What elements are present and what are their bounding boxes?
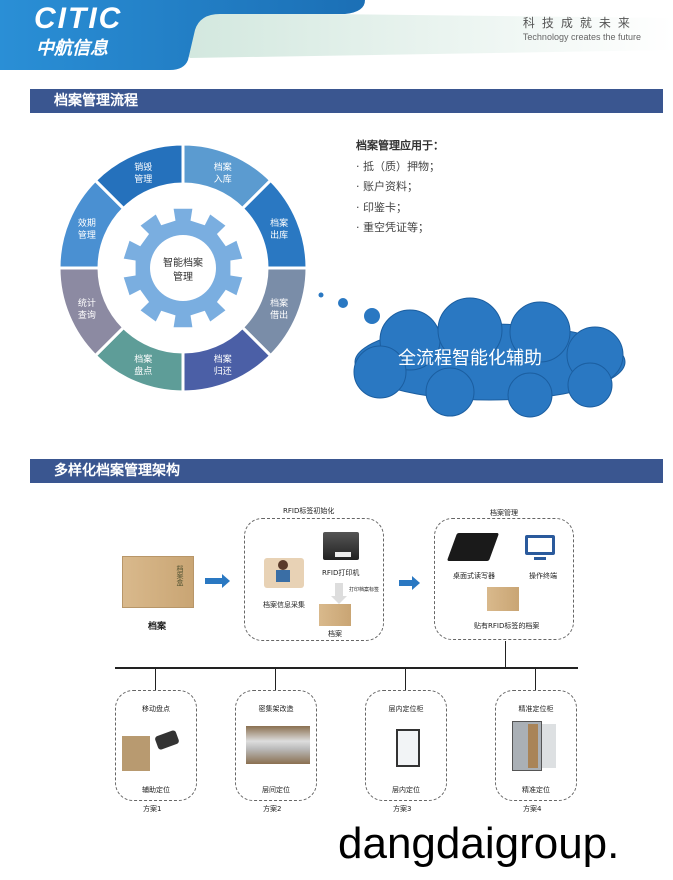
down-arrow-head-icon [331, 596, 347, 604]
reader-label: 桌面式读写器 [453, 572, 495, 580]
use-item: · 账户资料； [356, 180, 418, 193]
arrow-head-icon [412, 576, 420, 590]
segment-label: 管理 [78, 229, 96, 241]
segment-label: 查询 [78, 309, 96, 321]
section-title-architecture: 多样化档案管理架构 [30, 459, 663, 483]
plan-name: 方案4 [523, 805, 542, 813]
plan-name: 方案3 [393, 805, 412, 813]
use-item: · 抵（质）押物； [356, 159, 440, 173]
terminal-stand-icon [534, 557, 546, 560]
connector [535, 668, 536, 690]
segment-label: 档案 [270, 217, 288, 229]
segment-label: 档案 [270, 297, 288, 309]
ring-segment [93, 142, 185, 211]
connector [405, 668, 406, 690]
terminal-icon [525, 535, 555, 555]
use-item: · 印鉴卡； [356, 200, 407, 214]
archive-box-image: 档案盒 [122, 556, 194, 608]
logo-cn: 中航信息 [36, 38, 108, 59]
plan-title: 层内定位柜 [388, 705, 424, 713]
segment-label: 档案 [134, 353, 152, 365]
plan-subtitle: 精准定位 [522, 786, 550, 794]
plan-name: 方案2 [263, 805, 282, 813]
segment-label: 盘点 [134, 365, 152, 377]
slogan-en: Technology creates the future [522, 32, 641, 42]
segment-label: 档案 [214, 161, 232, 173]
connector [505, 641, 506, 668]
collect-label: 档案信息采集 [263, 601, 305, 609]
watermark: dangdaigroup. [338, 819, 620, 868]
plan-subtitle: 辅助定位 [142, 786, 170, 794]
archive-label: 档案 [148, 622, 167, 632]
printer-label: RFID打印机 [322, 569, 360, 577]
segment-label: 统计 [78, 297, 96, 309]
archive-mgmt-group [434, 518, 574, 640]
plan-card: 层内定位柜 层内定位 [365, 690, 447, 801]
plan-subtitle: 层内定位 [392, 786, 420, 794]
segment-label: 出库 [270, 229, 288, 241]
plan-title: 精准定位柜 [518, 705, 554, 713]
plan-name: 方案1 [143, 805, 162, 813]
terminal-label: 操作终端 [529, 572, 557, 580]
archive-box-small [319, 604, 351, 626]
down-arrow-icon [335, 583, 343, 597]
segment-label: 归还 [214, 365, 232, 377]
arrow-head-icon [222, 574, 230, 588]
plan-title: 移动盘点 [142, 705, 170, 713]
connector [155, 668, 156, 690]
rfid-printer-image [323, 532, 359, 560]
uses-list: 档案管理应用于： · 抵（质）押物； · 账户资料； · 印鉴卡； · 重空凭证… [356, 136, 444, 239]
arrow-icon [205, 578, 225, 584]
uses-title: 档案管理应用于： [356, 139, 444, 152]
plan-card: 精准定位柜 精准定位 [495, 690, 577, 801]
section-title-process: 档案管理流程 [30, 89, 663, 113]
arrow-icon [399, 580, 412, 586]
page-header: CITIC 中航信息 科技成就未来 Technology creates the … [0, 0, 673, 72]
plan-card: 密集架改造 层间定位 [235, 690, 317, 801]
staff-illustration [264, 558, 304, 588]
segment-label: 档案 [214, 353, 232, 365]
cloud-text: 全流程智能化辅助 [398, 348, 542, 369]
connector [275, 668, 276, 690]
segment-label: 借出 [270, 309, 288, 321]
init-archive-label: 档案 [328, 630, 342, 638]
bus-line [115, 667, 578, 669]
tagged-archive-image [487, 587, 519, 611]
plan-subtitle: 层间定位 [262, 786, 290, 794]
logo: CITIC [34, 2, 123, 35]
segment-label: 销毁 [134, 161, 152, 173]
plan-card: 移动盘点 辅助定位 [115, 690, 197, 801]
header-banner [0, 0, 673, 70]
center-label: 管理 [173, 270, 193, 283]
use-item: · 重空凭证等； [356, 221, 429, 234]
center-label: 智能档案 [163, 256, 203, 269]
rfid-init-group [244, 518, 384, 641]
segment-label: 效期 [78, 217, 96, 229]
segment-label: 管理 [134, 173, 152, 185]
archive-box-text: 档案盒 [176, 565, 184, 586]
mgmt-title: 档案管理 [490, 509, 518, 517]
gear-hub [150, 235, 216, 301]
print-step-label: 打印档案标签 [349, 587, 380, 593]
slogan-cn: 科技成就未来 [522, 16, 637, 30]
segment-label: 入库 [214, 173, 232, 185]
plan-title: 密集架改造 [258, 705, 294, 713]
init-title: RFID标签初始化 [283, 507, 335, 515]
tagged-label: 贴有RFID标签的档案 [474, 622, 540, 630]
